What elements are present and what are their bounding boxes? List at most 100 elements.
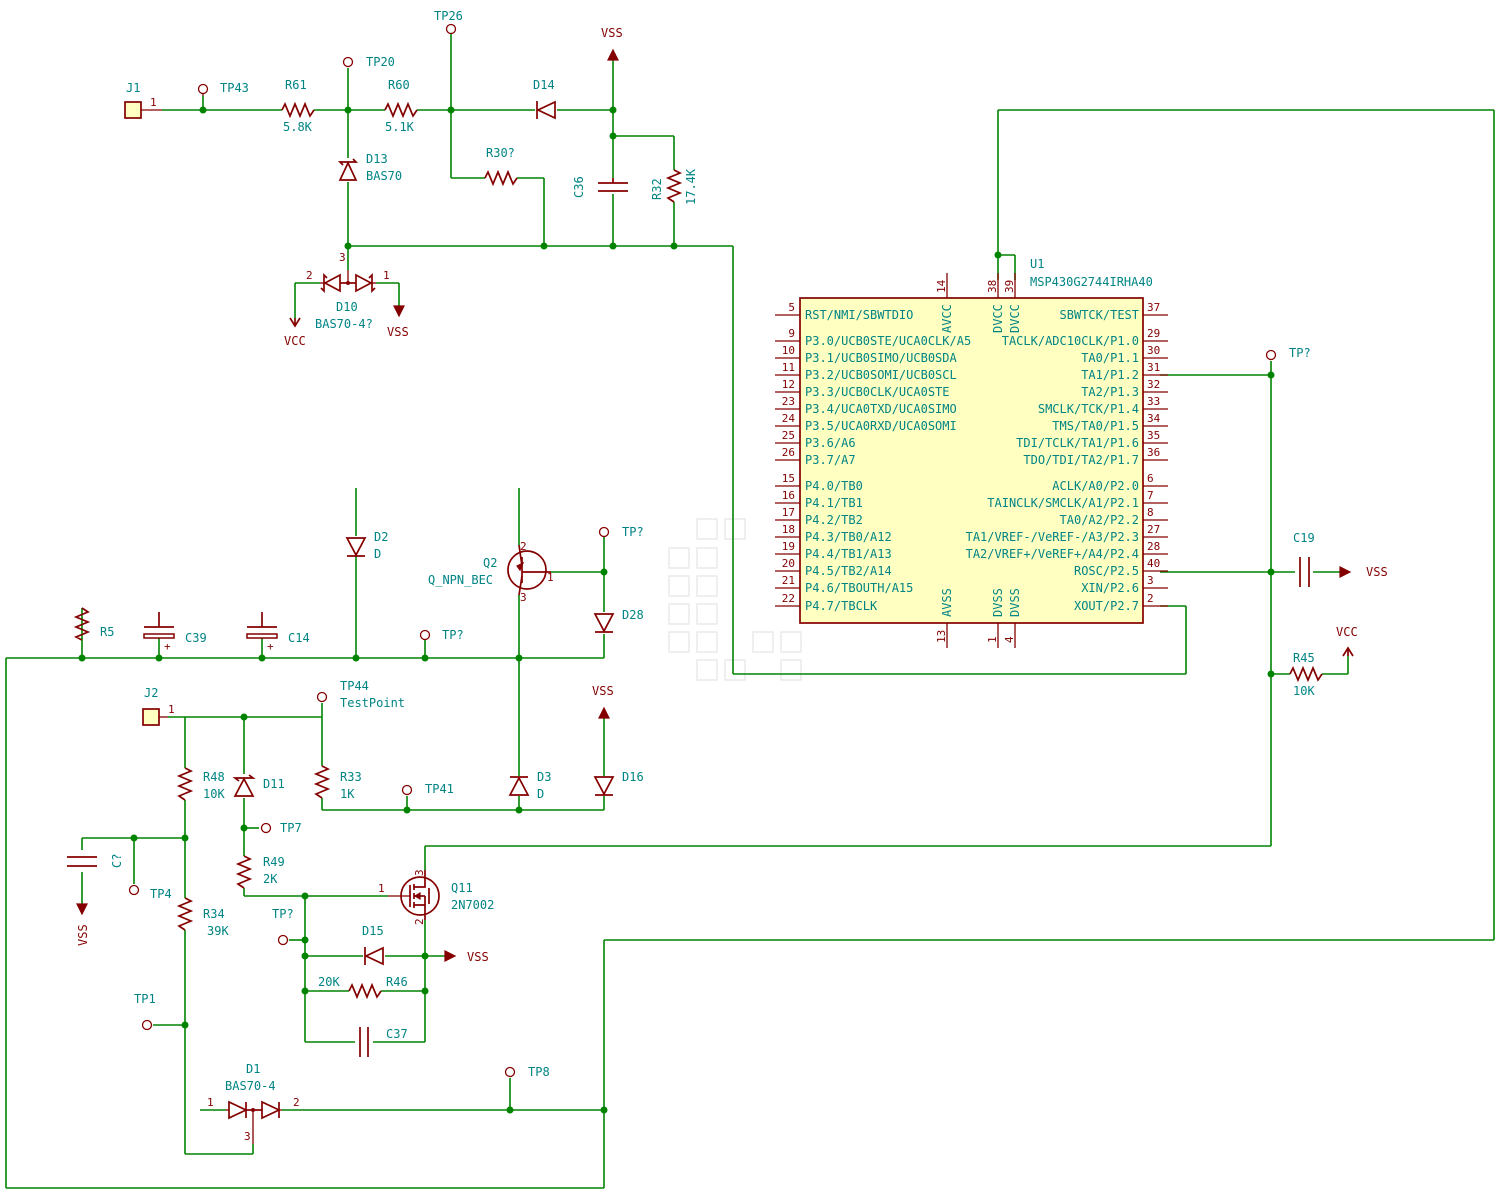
resistor-r49[interactable]: R49 2K	[235, 855, 285, 889]
diode-d2[interactable]: D2 D	[345, 530, 388, 561]
capacitor-c39[interactable]: + C39	[143, 612, 207, 653]
ic-pin-name: P3.7/A7	[805, 453, 856, 467]
transistor-q11[interactable]: 1 3 2 Q11 2N7002	[378, 869, 494, 925]
testpoint-tp43[interactable]: TP43	[197, 81, 249, 96]
diode-d10[interactable]: 2 3 1 D10 BAS70-4?	[306, 251, 390, 331]
d10-pin-2: 2	[306, 269, 313, 282]
capacitor-c-unknown[interactable]: C?	[67, 854, 124, 868]
ic-pin-name: AVCC	[940, 304, 954, 333]
capacitor-c36[interactable]: C36	[572, 176, 628, 198]
ic-pin-name: TA1/VREF-/VeREF-/A3/P2.3	[966, 530, 1139, 544]
testpoint-tp1[interactable]: TP1	[134, 992, 156, 1031]
tp-p12-ref: TP?	[1289, 346, 1311, 360]
ic-pin-number: 9	[788, 327, 795, 340]
capacitor-c37[interactable]: C37	[359, 1027, 408, 1057]
r34-ref: R34	[203, 907, 225, 921]
j1-ref: J1	[126, 81, 140, 95]
testpoint-tp-q11[interactable]: TP?	[272, 907, 294, 946]
ic-pins: 5RST/NMI/SBWTDIO9P3.0/UCB0STE/UCA0CLK/A5…	[775, 273, 1168, 648]
q11-ref: Q11	[451, 881, 473, 895]
diode-d3[interactable]: D3 D	[508, 770, 551, 801]
c14-ref: C14	[288, 631, 310, 645]
ic-pin-number: 8	[1147, 506, 1154, 519]
ic-pin-number: 28	[1147, 540, 1160, 553]
ic-pin-name: DVSS	[991, 588, 1005, 617]
vss-c-label: VSS	[76, 924, 90, 946]
resistor-r30[interactable]: R30?	[484, 146, 518, 187]
d13-ref: D13	[366, 152, 388, 166]
d1-ref: D1	[246, 1062, 260, 1076]
ic-pin-name: TA2/P1.3	[1081, 385, 1139, 399]
ic-pin-number: 20	[782, 557, 795, 570]
testpoint-tp7[interactable]: TP7	[260, 821, 302, 835]
resistor-r61[interactable]: R61 5.8K	[281, 78, 315, 134]
q11-pin-1: 1	[378, 882, 385, 895]
testpoint-tp4[interactable]: TP4	[128, 884, 172, 902]
ic-pin-number: 14	[935, 279, 948, 293]
capacitor-c19[interactable]: C19	[1293, 531, 1315, 587]
testpoint-tp41[interactable]: TP41	[401, 782, 454, 796]
diode-d14[interactable]: D14	[533, 78, 556, 120]
diode-d11[interactable]: D11	[232, 774, 285, 797]
ic-pin-name: P3.6/A6	[805, 436, 856, 450]
ic-pin-name: P4.6/TBOUTH/A15	[805, 581, 913, 595]
diode-d1[interactable]: 1 2 3 D1 BAS70-4	[207, 1062, 300, 1144]
tp8-ref: TP8	[528, 1065, 550, 1079]
ic-value: MSP430G2744IRHA40	[1030, 275, 1153, 289]
resistor-r34[interactable]: R34 39K	[176, 897, 229, 938]
testpoint-tp26[interactable]: TP26	[434, 9, 463, 35]
tp44-ref: TP44	[340, 679, 369, 693]
connector-j2[interactable]: J2 1	[142, 686, 175, 726]
resistor-r45[interactable]: R45 10K	[1289, 651, 1323, 698]
resistor-r48[interactable]: R48 10K	[176, 767, 225, 801]
d2-ref: D2	[374, 530, 388, 544]
ic-pin-number: 17	[782, 506, 795, 519]
diode-d16[interactable]: D16	[593, 770, 644, 796]
tp4-ref: TP4	[150, 887, 172, 901]
q11-value: 2N7002	[451, 898, 494, 912]
vss-q11-symbol: VSS	[444, 950, 489, 964]
resistor-r5[interactable]: R5	[73, 607, 114, 641]
d10-ref: D10	[336, 300, 358, 314]
d10-pin-3: 3	[339, 251, 346, 264]
resistor-r32[interactable]: R32 17.4K	[650, 168, 698, 205]
r49-value: 2K	[263, 872, 278, 886]
vss-d16-label: VSS	[592, 684, 614, 698]
testpoint-tp-q2[interactable]: TP?	[598, 525, 644, 539]
ic-pin-number: 33	[1147, 395, 1160, 408]
resistor-r46[interactable]: R46 20K	[318, 975, 408, 1000]
connector-j1[interactable]: J1 1	[124, 81, 162, 119]
testpoint-tp8[interactable]: TP8	[504, 1065, 550, 1079]
transistor-q2[interactable]: 2 3 1 Q2 Q_NPN_BEC	[428, 540, 554, 604]
diode-d13[interactable]: D13 BAS70	[337, 152, 402, 183]
diode-d28[interactable]: D28	[593, 608, 644, 633]
r60-value: 5.1K	[385, 120, 415, 134]
ic-pin-name: SMCLK/TCK/P1.4	[1038, 402, 1139, 416]
ic-pin-number: 36	[1147, 446, 1160, 459]
ic-pin-name: TDI/TCLK/TA1/P1.6	[1016, 436, 1139, 450]
testpoint-tp20[interactable]: TP20	[342, 55, 395, 69]
c-unknown-ref: C?	[110, 854, 124, 868]
vss-d16-symbol: VSS	[592, 684, 614, 719]
junctions	[78, 106, 1275, 1114]
tp-q11-ref: TP?	[272, 907, 294, 921]
ic-pin-number: 39	[1003, 280, 1016, 293]
d14-ref: D14	[533, 78, 555, 92]
ic-pin-number: 21	[782, 574, 795, 587]
d1-pin-2: 2	[293, 1096, 300, 1109]
testpoint-tp-mid[interactable]: TP?	[419, 628, 464, 642]
vcc-d10-symbol: VCC	[284, 317, 306, 348]
ic-pin-name: DVCC	[991, 304, 1005, 333]
resistor-r60[interactable]: R60 5.1K	[384, 78, 418, 134]
vcc-r45-label: VCC	[1336, 625, 1358, 639]
resistor-r33[interactable]: R33 1K	[313, 765, 362, 801]
capacitor-c14[interactable]: + C14	[246, 612, 310, 653]
ic-u1[interactable]: U1 MSP430G2744IRHA40 5RST/NMI/SBWTDIO9P3…	[775, 257, 1168, 648]
r46-value: 20K	[318, 975, 340, 989]
ic-pin-number: 12	[782, 378, 795, 391]
diode-d15[interactable]: D15	[362, 924, 384, 966]
d10-value: BAS70-4?	[315, 317, 373, 331]
testpoint-tp44[interactable]: TP44 TestPoint	[316, 679, 406, 710]
testpoint-tp-p12[interactable]: TP?	[1265, 346, 1311, 361]
r5-ref: R5	[100, 625, 114, 639]
